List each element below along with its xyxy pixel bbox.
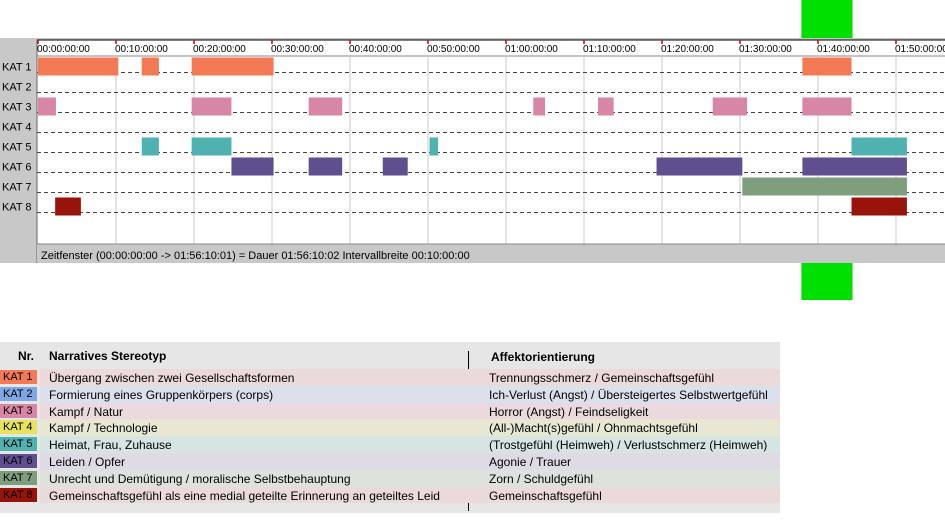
- legend-row-background: [40, 486, 780, 504]
- stereotyp-text: Übergang zwischen zwei Gesellschaftsform…: [49, 371, 295, 385]
- interval-bar: [308, 97, 343, 116]
- legend-row-background: [40, 436, 780, 453]
- affekt-text: (All-)Macht(s)gefühl / Ohnmachtsgefühl: [489, 421, 698, 436]
- legend-row: KAT 1 Übergang zwischen zwei Gesellschaft…: [0, 369, 780, 386]
- legend-row: KAT 4 Kampf / Technologie (All-)Macht(s)ge…: [0, 419, 780, 437]
- row-label: KAT 3: [2, 102, 32, 114]
- row-label: KAT 8: [2, 202, 32, 214]
- row-label: KAT 1: [2, 62, 32, 74]
- interval-bar: [191, 97, 232, 116]
- legend-row-background: [40, 385, 780, 403]
- affekt-text: (Trostgefühl (Heimweh) / Verlustschmerz …: [489, 438, 768, 453]
- tick-label: 01:20:00:00: [661, 44, 714, 55]
- legend-row: KAT 8 Gemeinschaftsgefühl als eine medial…: [0, 486, 780, 504]
- stereotyp-text: Kampf / Technologie: [49, 421, 158, 436]
- category-badge: KAT 3: [0, 403, 37, 418]
- category-badge: KAT 1: [0, 370, 37, 384]
- affekt-text: Trennungsschmerz / Gemeinschaftsgefühl: [489, 371, 714, 385]
- affekt-text: Horror (Angst) / Feindseligkeit: [489, 404, 649, 419]
- row-label: KAT 5: [2, 142, 32, 154]
- tick-label: 01:50:00:00: [895, 44, 945, 55]
- interval-bar: [191, 57, 274, 76]
- interval-bar: [802, 157, 907, 176]
- interval-bar: [598, 97, 614, 116]
- interval-bar: [55, 197, 81, 216]
- legend-row-background: [40, 469, 780, 487]
- legend-row: KAT 2 Formierung eines Gruppenkörpers (co…: [0, 385, 780, 403]
- legend-table: Nr. Narratives Stereotyp Affektorientier…: [0, 342, 780, 514]
- interval-bar: [712, 97, 748, 116]
- interval-bar: [308, 157, 343, 176]
- interval-bar: [802, 57, 852, 76]
- tick-label: 01:10:00:00: [583, 44, 636, 55]
- tick-label: 00:00:00:00: [37, 44, 90, 55]
- stereotyp-text: Gemeinschaftsgefühl als eine medial gete…: [49, 488, 440, 503]
- interval-bar: [38, 57, 119, 76]
- legend-row-background: [40, 369, 780, 386]
- interval-bar: [533, 97, 545, 116]
- tick-label: 00:50:00:00: [427, 44, 480, 55]
- tick-label: 01:30:00:00: [739, 44, 792, 55]
- legend-row-background: [40, 402, 780, 420]
- affekt-text: Zorn / Schuldgefühl: [489, 471, 594, 486]
- category-badge: KAT 2: [0, 386, 37, 401]
- time-ruler: [37, 40, 945, 56]
- interval-bar: [382, 157, 408, 176]
- row-label: KAT 6: [2, 162, 32, 174]
- category-badge: KAT 6: [0, 453, 37, 468]
- interval-bar: [742, 177, 907, 196]
- tick-label: 00:30:00:00: [271, 44, 324, 55]
- stereotyp-text: Unrecht und Demütigung / moralische Selb…: [49, 471, 351, 486]
- interval-bar: [656, 157, 743, 176]
- header-nr: Nr.: [18, 349, 35, 363]
- category-badge: KAT 7: [0, 470, 37, 485]
- affekt-text: Gemeinschaftsgefühl: [489, 488, 602, 503]
- header-affekt: Affektorientierung: [491, 350, 596, 364]
- category-badge: KAT 8: [0, 487, 37, 502]
- category-badge: KAT 5: [0, 437, 37, 452]
- legend-header: Nr. Narratives Stereotyp Affektorientier…: [0, 342, 780, 511]
- status-bar: [37, 244, 945, 262]
- interval-bar: [191, 137, 232, 156]
- timeline-chart: 00:00:00:00 00:10:00:00 00:20:00:00 00:30:0…: [0, 0, 945, 300]
- stereotyp-text: Leiden / Opfer: [49, 454, 126, 469]
- interval-bar: [38, 97, 56, 116]
- row-label: KAT 2: [2, 82, 32, 94]
- legend-row: KAT 5 Heimat, Frau, Zuhause (Trostgefühl (…: [0, 436, 780, 453]
- header-stereotyp: Narratives Stereotyp: [49, 349, 167, 363]
- row-label: KAT 4: [2, 122, 32, 134]
- category-badge: KAT 4: [0, 420, 37, 435]
- interval-bar: [851, 137, 907, 156]
- interval-bar: [231, 157, 274, 176]
- row-label: KAT 7: [2, 182, 32, 194]
- tick-label: 00:40:00:00: [349, 44, 402, 55]
- stereotyp-text: Formierung eines Gruppenkörpers (corps): [49, 387, 274, 402]
- interval-bar: [141, 57, 159, 76]
- legend-row-background: [40, 419, 780, 437]
- interval-bar: [851, 197, 907, 216]
- legend-row: KAT 6 Leiden / Opfer Agonie / Trauer: [0, 452, 780, 470]
- status-text: Zeitfenster (00:00:00:00 -> 01:56:10:01)…: [41, 250, 470, 262]
- legend-row: KAT 3 Kampf / Natur Horror (Angst) / Feind…: [0, 402, 780, 420]
- interval-bar: [802, 97, 852, 116]
- tick-label: 01:00:00:00: [505, 44, 558, 55]
- interval-bar: [429, 137, 439, 156]
- stereotyp-text: Heimat, Frau, Zuhause: [49, 438, 172, 453]
- legend-row-background: [40, 452, 780, 470]
- affekt-text: Agonie / Trauer: [489, 454, 572, 469]
- affekt-text: Ich-Verlust (Angst) / Übersteigertes Sel…: [489, 387, 768, 402]
- legend-row: KAT 7 Unrecht und Demütigung / moralische…: [0, 469, 780, 487]
- tick-label: 01:40:00:00: [817, 44, 870, 55]
- interval-bar: [141, 137, 159, 156]
- legend-footer: [0, 503, 780, 514]
- tick-label: 00:20:00:00: [193, 44, 246, 55]
- tick-label: 00:10:00:00: [115, 44, 168, 55]
- stereotyp-text: Kampf / Natur: [49, 404, 124, 419]
- plot-area: [37, 56, 945, 244]
